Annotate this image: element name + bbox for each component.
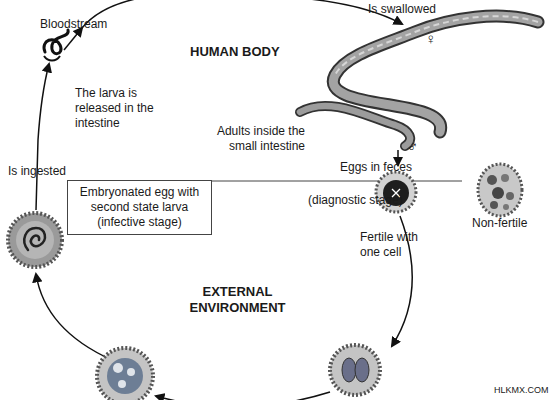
egg-granule — [492, 187, 504, 199]
egg-granule — [506, 192, 514, 200]
non-fertile-egg — [478, 164, 522, 216]
cycle-arrow — [36, 274, 112, 360]
stage-label: Non-fertile — [472, 216, 527, 231]
larva — [44, 56, 60, 61]
female-symbol: ♀ — [425, 30, 436, 48]
egg-granule — [487, 175, 497, 185]
infective-stage-box: Embryonated egg with second state larva … — [67, 180, 212, 235]
larva — [44, 30, 68, 54]
region-label: EXTERNAL ENVIRONMENT — [170, 284, 305, 316]
two-cell-egg — [330, 345, 380, 395]
stage-label: (diagnostic stage) — [308, 193, 403, 208]
egg-granule — [490, 201, 498, 209]
cycle-arrow — [156, 392, 330, 400]
egg-granule — [501, 174, 509, 182]
step-label: Is swallowed — [368, 2, 436, 17]
cycle-arrow — [36, 64, 49, 210]
embryonated-egg — [8, 213, 62, 267]
stage-label: Eggs in feces — [340, 160, 412, 175]
watermark: HLKMX.COM — [494, 384, 549, 396]
box-text: Embryonated egg with second state larva … — [72, 185, 207, 230]
male-worm-outline — [300, 106, 410, 146]
embryo-cell — [127, 368, 135, 376]
male-symbol: ♂ — [407, 138, 418, 156]
egg-embryo — [107, 358, 143, 394]
stage-label: Fertile with one cell — [360, 230, 435, 260]
worm-texture — [335, 16, 538, 75]
step-label: Bloodstream — [40, 17, 107, 32]
region-label: HUMAN BODY — [190, 44, 280, 60]
embryo-cell — [113, 363, 123, 373]
egg-granule — [503, 204, 509, 210]
stage-label: Adults inside the small intestine — [186, 124, 305, 154]
step-label: The larva is released in the intestine — [75, 86, 155, 131]
egg-cell — [342, 358, 356, 382]
step-label: Is ingested — [8, 164, 66, 179]
coiled-larva — [24, 228, 45, 250]
egg-interior — [16, 221, 54, 259]
divider-line — [212, 181, 462, 182]
male-worm — [300, 106, 410, 146]
embryo-cell — [118, 380, 126, 388]
egg-cell — [355, 358, 369, 382]
developing-egg — [97, 348, 153, 400]
